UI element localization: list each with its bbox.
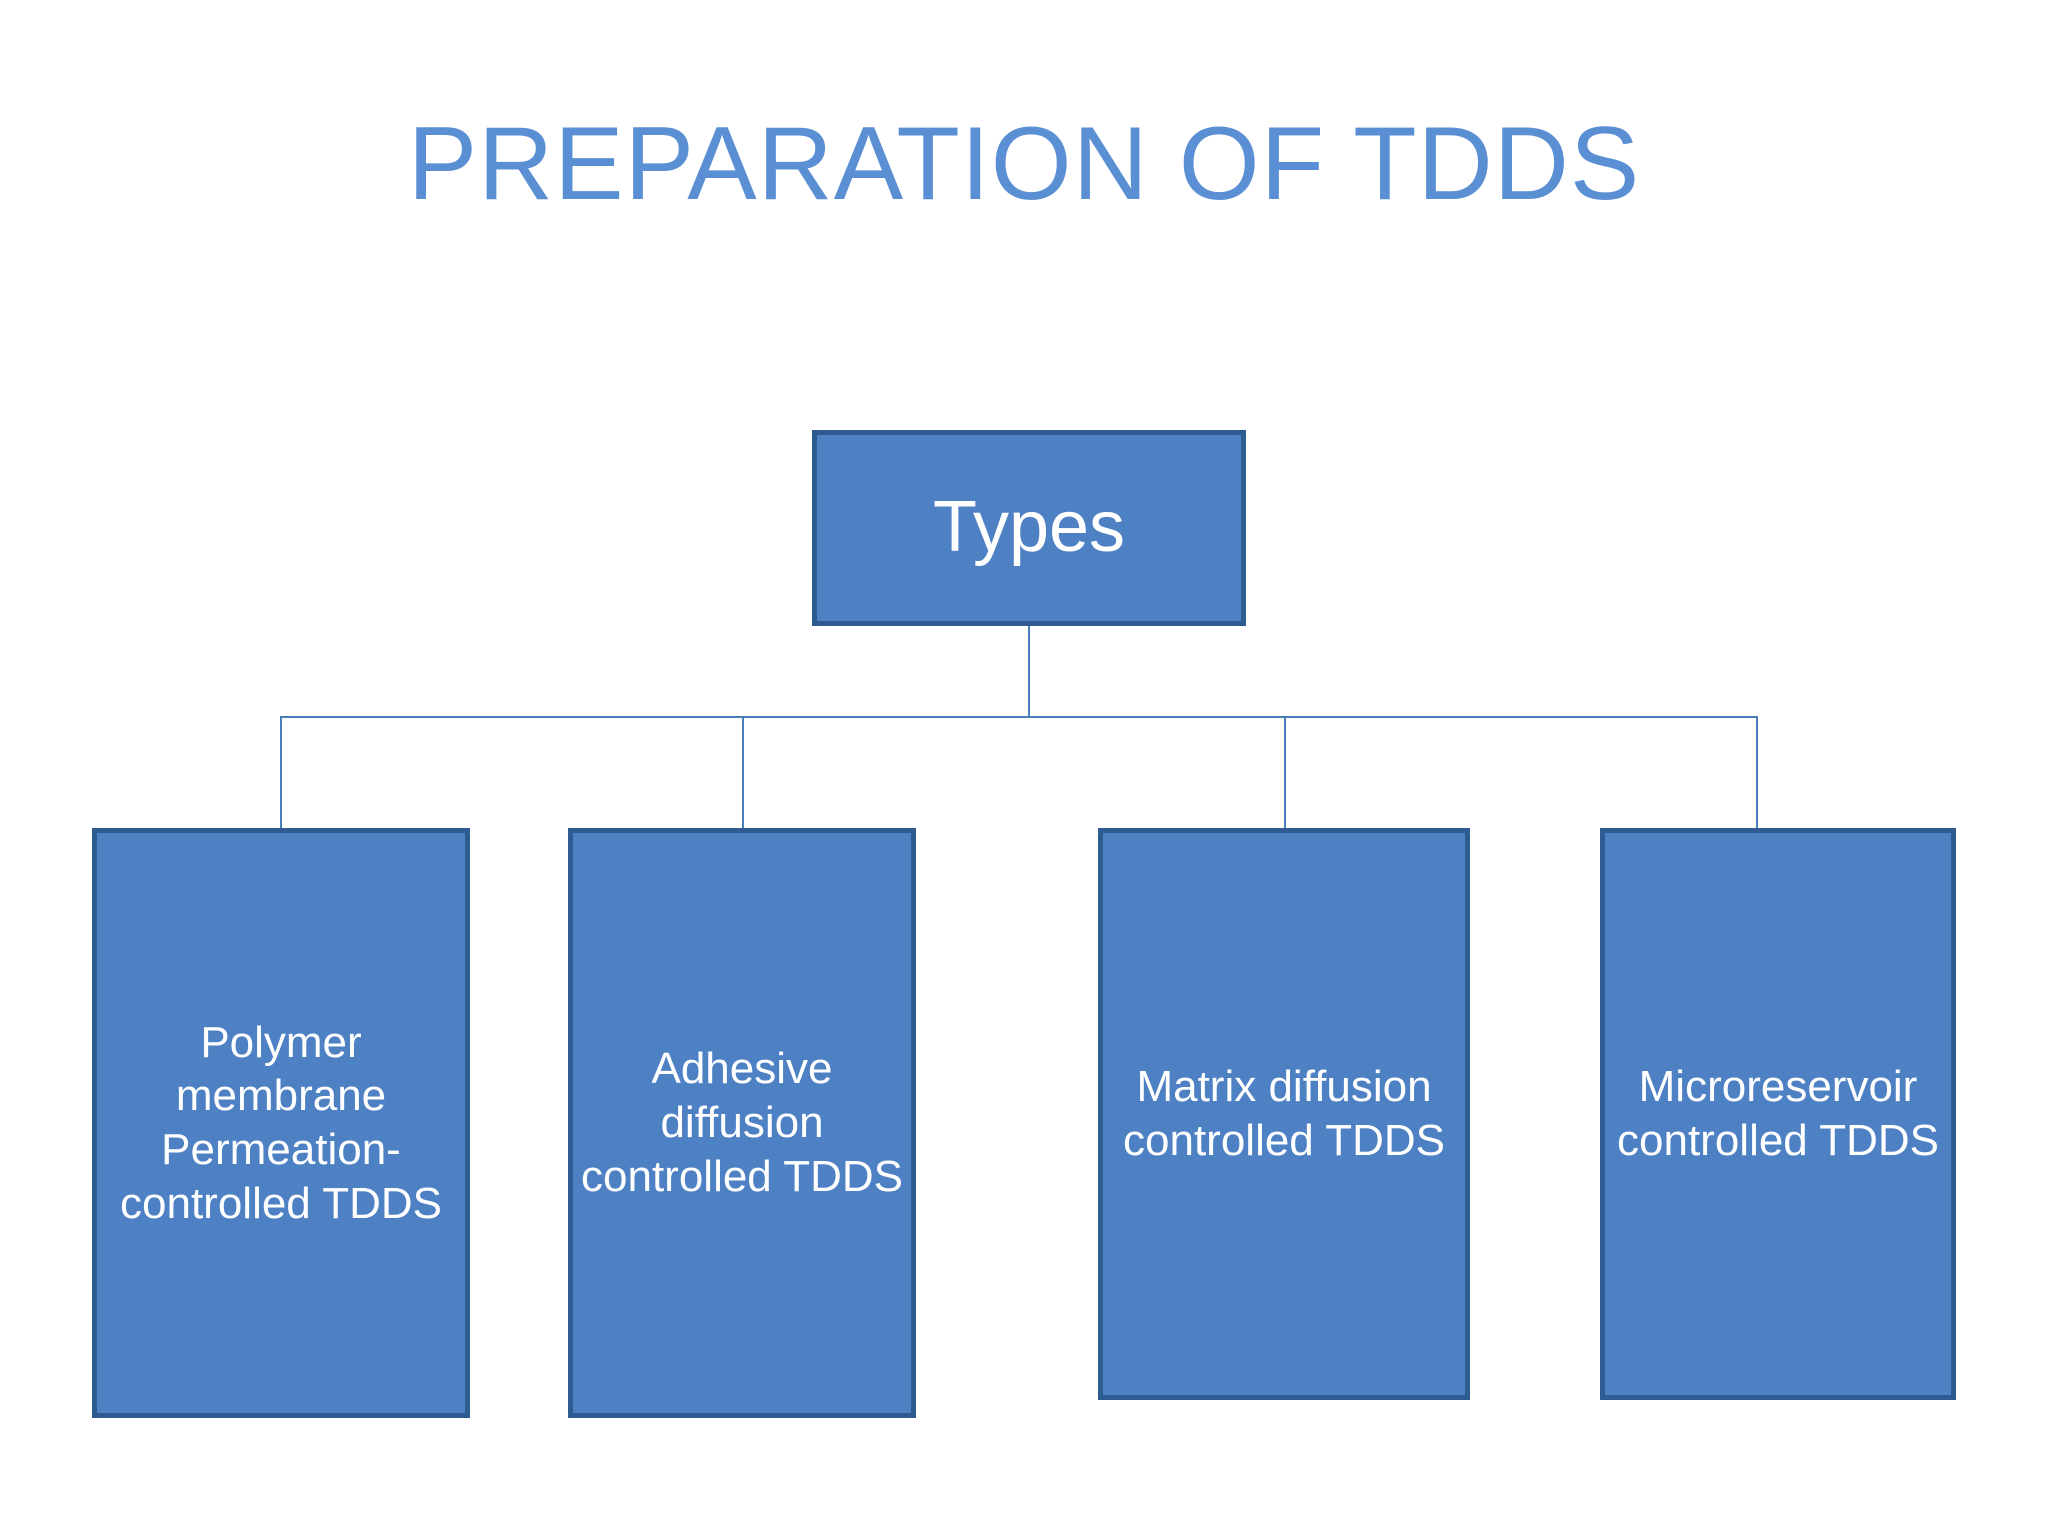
org-node-root-label: Types [932, 487, 1126, 568]
org-node-label: Adhesive diffusion controlled TDDS [581, 1044, 903, 1201]
org-node-polymer-membrane-permeation-controlled-tdds[interactable]: Polymer membrane Permeation-controlled T… [92, 828, 470, 1418]
org-node-microreservoir-controlled-tdds[interactable]: Microreservoir controlled TDDS [1600, 828, 1956, 1400]
org-node-matrix-diffusion-controlled-tdds[interactable]: Matrix diffusion controlled TDDS [1098, 828, 1470, 1400]
org-node-root[interactable]: Types [812, 430, 1246, 626]
org-node-label: Microreservoir controlled TDDS [1617, 1062, 1939, 1165]
org-node-label: Matrix diffusion controlled TDDS [1123, 1062, 1445, 1165]
page-title: PREPARATION OF TDDS [407, 106, 1641, 222]
connector-drop-child-3 [1756, 716, 1758, 828]
org-node-adhesive-diffusion-controlled-tdds[interactable]: Adhesive diffusion controlled TDDS [568, 828, 916, 1418]
connector-drop-child-2 [1284, 716, 1286, 828]
connector-horizontal-bus [280, 716, 1758, 718]
connector-root-stem [1028, 626, 1030, 718]
connector-drop-child-0 [280, 716, 282, 828]
connector-drop-child-1 [742, 716, 744, 828]
org-node-label: Polymer membrane Permeation-controlled T… [120, 1017, 442, 1228]
